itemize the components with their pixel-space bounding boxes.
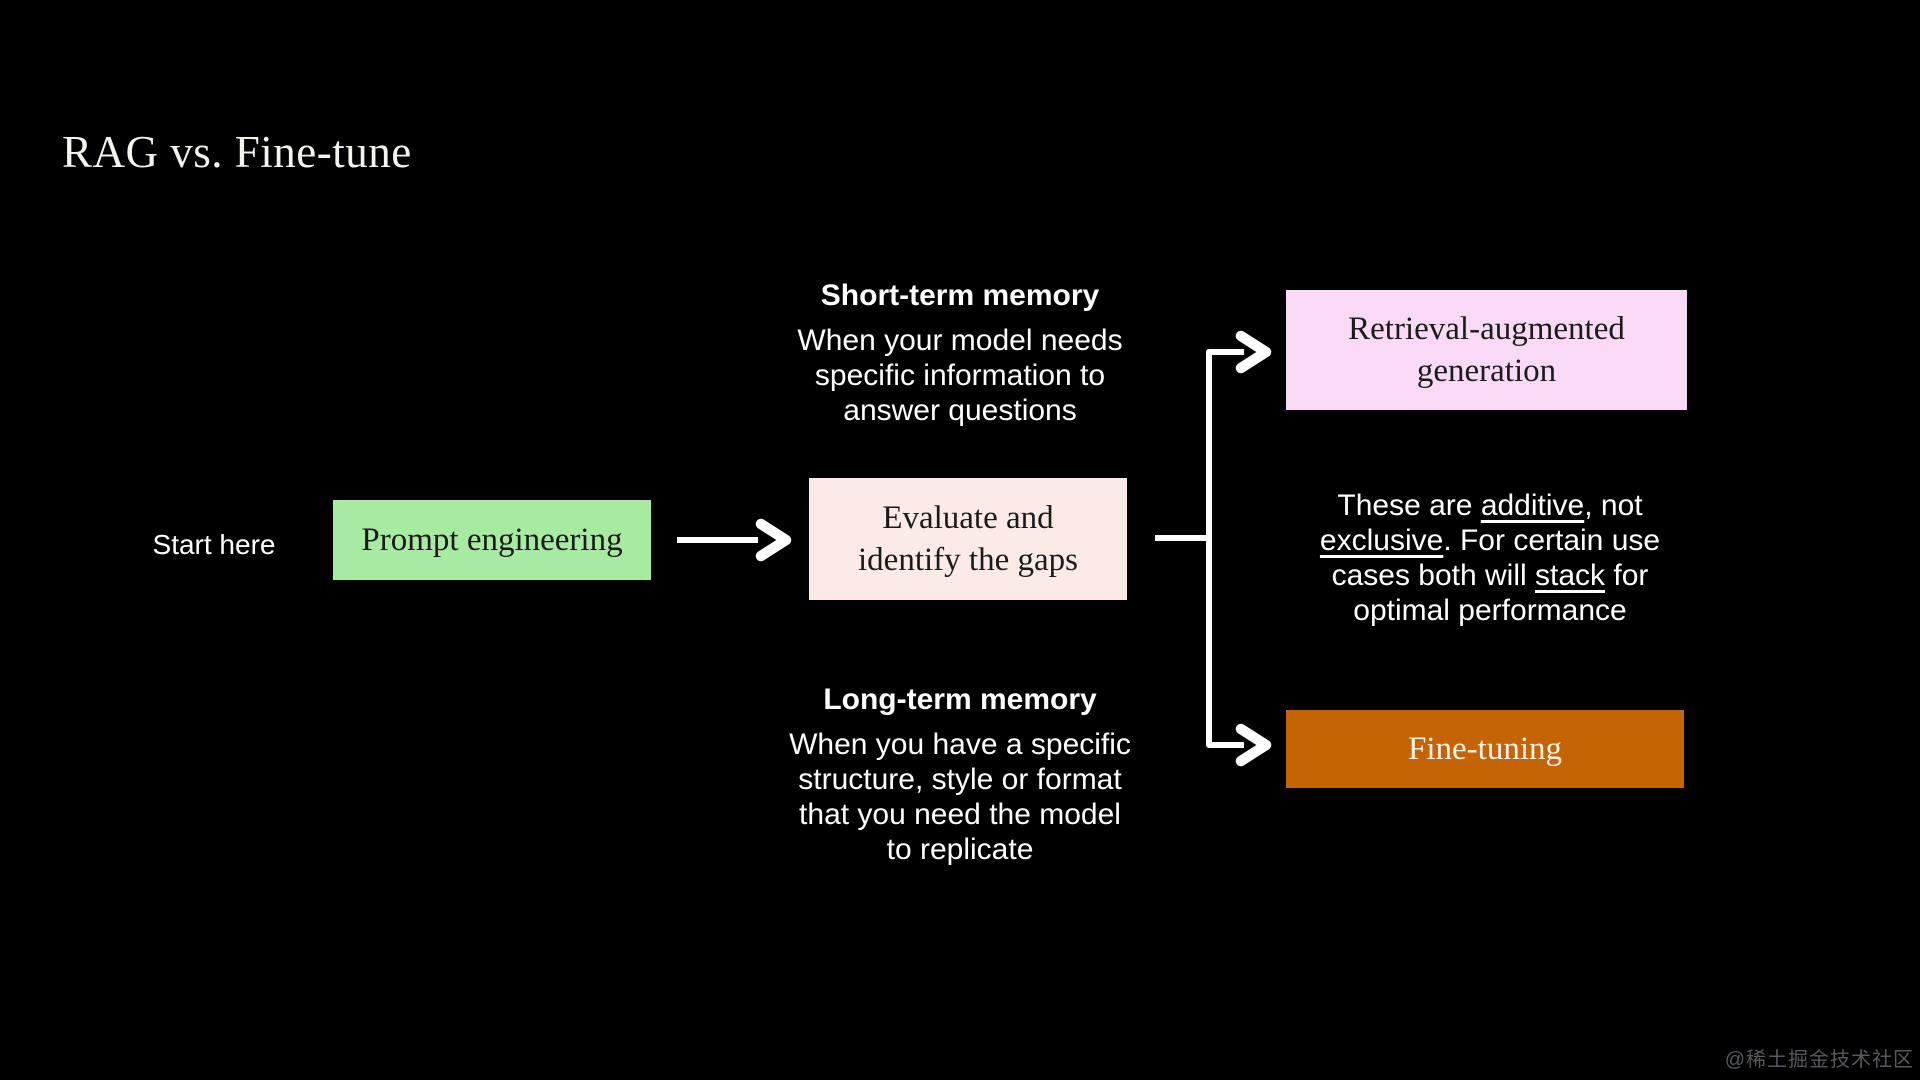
rag-line2: generation [1416, 353, 1557, 389]
rag-box: Retrieval-augmented generation [1286, 290, 1687, 410]
rag-label: Retrieval-augmented generation [1348, 308, 1625, 392]
long-term-memory-block: Long-term memory When you have a specifi… [770, 682, 1150, 867]
fine-tuning-label: Fine-tuning [1408, 730, 1562, 767]
rag-line1: Retrieval-augmented [1348, 310, 1625, 347]
evaluate-gaps-box: Evaluate and identify the gaps [809, 478, 1127, 600]
short-term-memory-block: Short-term memory When your model needs … [770, 278, 1150, 428]
short-term-line: answer questions [843, 394, 1077, 427]
note-line: cases both will stack for [1331, 559, 1649, 592]
evaluate-line1: Evaluate and [882, 499, 1054, 536]
evaluate-line2: identify the gaps [858, 542, 1078, 578]
note-line: These are additive, not [1337, 489, 1643, 522]
long-term-heading: Long-term memory [823, 683, 1097, 716]
fine-tuning-box: Fine-tuning [1286, 710, 1684, 788]
short-term-line: specific information to [814, 359, 1106, 392]
note-line: exclusive. For certain use [1319, 524, 1661, 557]
page-title: RAG vs. Fine-tune [62, 127, 412, 177]
prompt-engineering-box: Prompt engineering [333, 500, 651, 580]
arrow-to-finetune [1235, 723, 1272, 767]
long-term-line: that you need the model [799, 798, 1121, 831]
arrow-prompt-to-evaluate [677, 518, 792, 562]
long-term-line: to replicate [886, 833, 1034, 866]
short-term-heading: Short-term memory [820, 279, 1100, 312]
long-term-line: When you have a specific [789, 728, 1131, 761]
branch-connector [1155, 330, 1272, 767]
evaluate-gaps-label: Evaluate and identify the gaps [858, 497, 1078, 581]
note-text: These are additive, not exclusive. For c… [1290, 488, 1690, 628]
watermark: @稀土掘金技术社区 [1724, 1049, 1914, 1071]
long-term-line: structure, style or format [798, 763, 1122, 796]
short-term-line: When your model needs [797, 324, 1123, 357]
prompt-engineering-label: Prompt engineering [361, 521, 623, 558]
note-line: optimal performance [1353, 594, 1627, 627]
arrow-to-rag [1235, 330, 1272, 374]
start-here-label: Start here [152, 529, 276, 560]
